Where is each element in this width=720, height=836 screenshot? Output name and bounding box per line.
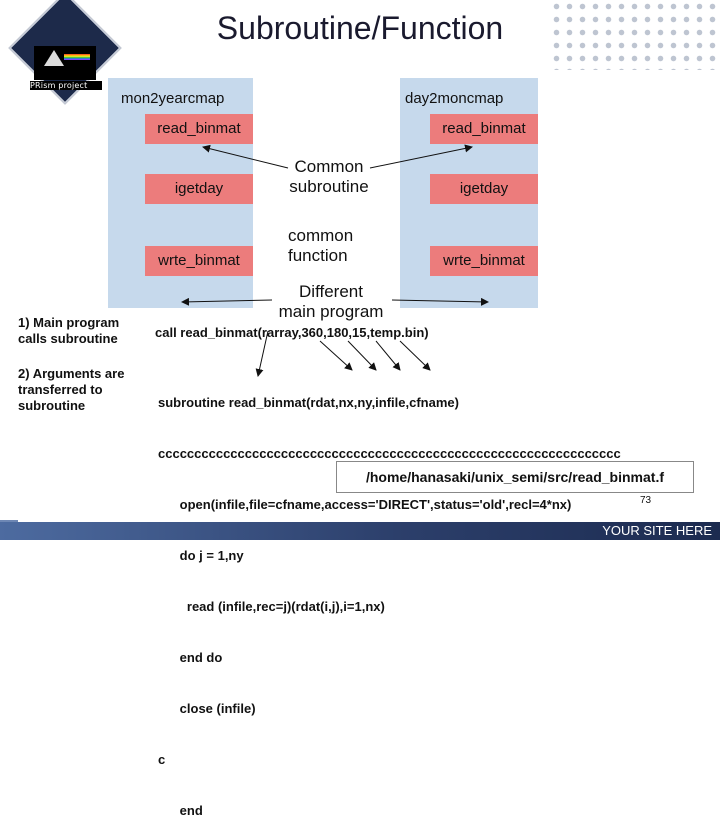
arrow-to-right-program xyxy=(391,297,489,306)
code-line: close (infile) xyxy=(158,701,256,716)
source-path-box: /home/hanasaki/unix_semi/src/read_binmat… xyxy=(336,461,694,493)
code-line: cccccccccccccccccccccccccccccccccccccccc… xyxy=(158,446,621,461)
page-number: 73 xyxy=(640,495,652,506)
call-statement: call read_binmat(rarray,360,180,15,temp.… xyxy=(155,325,429,340)
connector-arrows xyxy=(181,144,489,377)
slide-title: Subroutine/Function xyxy=(216,10,504,46)
arrow-to-right-read-binmat xyxy=(369,144,473,169)
logo-text: PRism project xyxy=(30,81,102,90)
note-main-program-calls: 1) Main program calls subroutine xyxy=(18,315,120,346)
arg-arrow xyxy=(347,340,377,371)
prism-logo: PRism project xyxy=(8,0,122,105)
different-main-program-label: Different main program xyxy=(278,282,384,321)
arg-arrow xyxy=(375,340,401,371)
common-function-label: common function xyxy=(288,226,354,265)
left-igetday-box: igetday xyxy=(145,174,253,204)
code-line: end do xyxy=(158,650,223,665)
code-line: read (infile,rec=j)(rdat(i,j),i=1,nx) xyxy=(158,599,385,614)
arrow-to-left-program xyxy=(181,297,273,306)
arg-arrow xyxy=(255,330,269,377)
right-program-name: day2moncmap xyxy=(405,90,504,107)
footer-bar xyxy=(0,522,720,540)
left-program-name: mon2yearcmap xyxy=(121,90,225,107)
code-line: c xyxy=(158,752,166,767)
left-read-binmat-box: read_binmat xyxy=(145,114,253,144)
code-line: end xyxy=(158,803,203,818)
arg-arrow xyxy=(319,340,353,371)
code-line: subroutine read_binmat(rdat,nx,ny,infile… xyxy=(158,395,459,410)
common-subroutine-label: Common subroutine xyxy=(289,157,369,196)
right-read-binmat-box: read_binmat xyxy=(430,114,538,144)
note-arguments-transferred: 2) Arguments are transferred to subrouti… xyxy=(18,366,125,413)
dot-pattern-decoration xyxy=(550,0,720,70)
right-wrte-binmat-box: wrte_binmat xyxy=(430,246,538,276)
code-line: open(infile,file=cfname,access='DIRECT',… xyxy=(158,497,572,512)
left-wrte-binmat-box: wrte_binmat xyxy=(145,246,253,276)
footer-site-text: YOUR SITE HERE xyxy=(602,523,712,538)
arrow-to-left-read-binmat xyxy=(202,144,289,169)
right-igetday-box: igetday xyxy=(430,174,538,204)
arg-arrow xyxy=(399,340,431,371)
code-line: do j = 1,ny xyxy=(158,548,244,563)
